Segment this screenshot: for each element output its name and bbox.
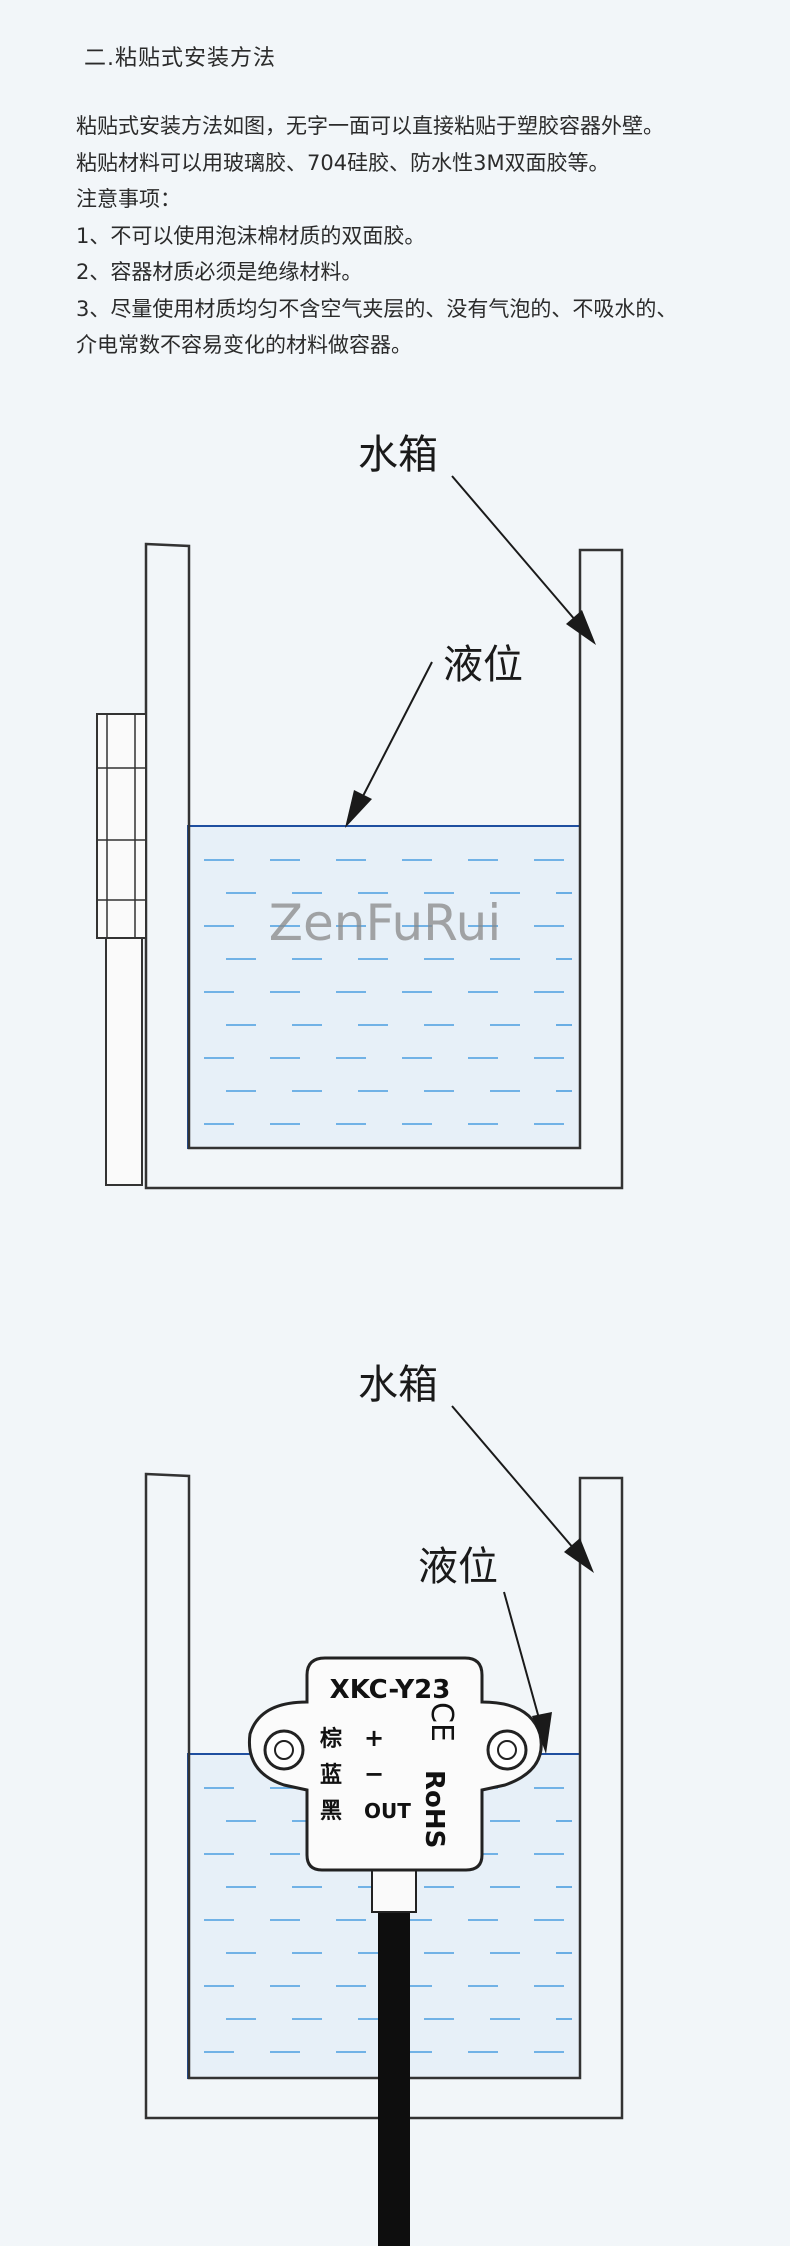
note-item-2: 2、容器材质必须是绝缘材料。 [76, 260, 363, 284]
watermark: ZenFuRui [269, 894, 502, 952]
tank-label: 水箱 [358, 432, 438, 478]
sensor-model: XKC-Y23 [330, 1675, 451, 1705]
xkc-y23-sensor: XKC-Y23 棕 蓝 黑 + − OUT CE RoHS [247, 1656, 543, 1872]
ce-mark: CE [424, 1702, 459, 1742]
instruction-line: 粘贴式安装方法如图，无字一面可以直接粘贴于塑胶容器外壁。 [76, 114, 664, 138]
section-title: 二.粘贴式安装方法 [84, 46, 276, 71]
wire-color-black: 黑 [320, 1799, 342, 1824]
tank-arrow-head [566, 610, 596, 645]
wire-signal-out: OUT [364, 1799, 411, 1823]
wire-signal-minus: − [364, 1760, 384, 1788]
sensor-cable [378, 1908, 410, 2246]
level-arrow-head [532, 1712, 552, 1754]
water-body [187, 825, 581, 1149]
instructions-text: 粘贴式安装方法如图，无字一面可以直接粘贴于塑胶容器外壁。 粘贴材料可以用玻璃胶、… [76, 108, 776, 364]
figure-wall-mount: 水箱 液位 ZenFuRui [96, 432, 624, 1190]
tank-arrow-line [451, 1405, 581, 1557]
tank-arrow-line [451, 475, 583, 629]
figure-sensor-mount: XKC-Y23 棕 蓝 黑 + − OUT CE RoHS 水箱 液位 [144, 1362, 624, 2246]
level-arrow-head [345, 790, 372, 828]
water-dashes [204, 859, 572, 1125]
level-arrow-line [361, 661, 433, 799]
level-arrow-line [503, 1591, 541, 1723]
tank-arrow-head [564, 1538, 594, 1573]
level-label: 液位 [443, 642, 523, 688]
wire-color-blue: 蓝 [320, 1763, 342, 1788]
wire-color-brown: 棕 [320, 1726, 342, 1752]
note-item-3-continued: 介电常数不容易变化的材料做容器。 [76, 333, 412, 357]
instruction-line: 粘贴材料可以用玻璃胶、704硅胶、防水性3M双面胶等。 [76, 150, 610, 175]
notes-heading: 注意事项： [76, 187, 181, 211]
tank-outline [144, 1472, 624, 2120]
wire-signal-plus: + [364, 1724, 384, 1752]
rohs-mark: RoHS [419, 1770, 449, 1848]
tank-outline [144, 542, 624, 1190]
level-label: 液位 [418, 1544, 498, 1590]
side-sensor [96, 713, 147, 1186]
note-item-3: 3、尽量使用材质均匀不含空气夹层的、没有气泡的、不吸水的、 [76, 296, 678, 321]
note-item-1: 1、不可以使用泡沫棉材质的双面胶。 [76, 223, 426, 248]
tank-label: 水箱 [358, 1362, 438, 1408]
